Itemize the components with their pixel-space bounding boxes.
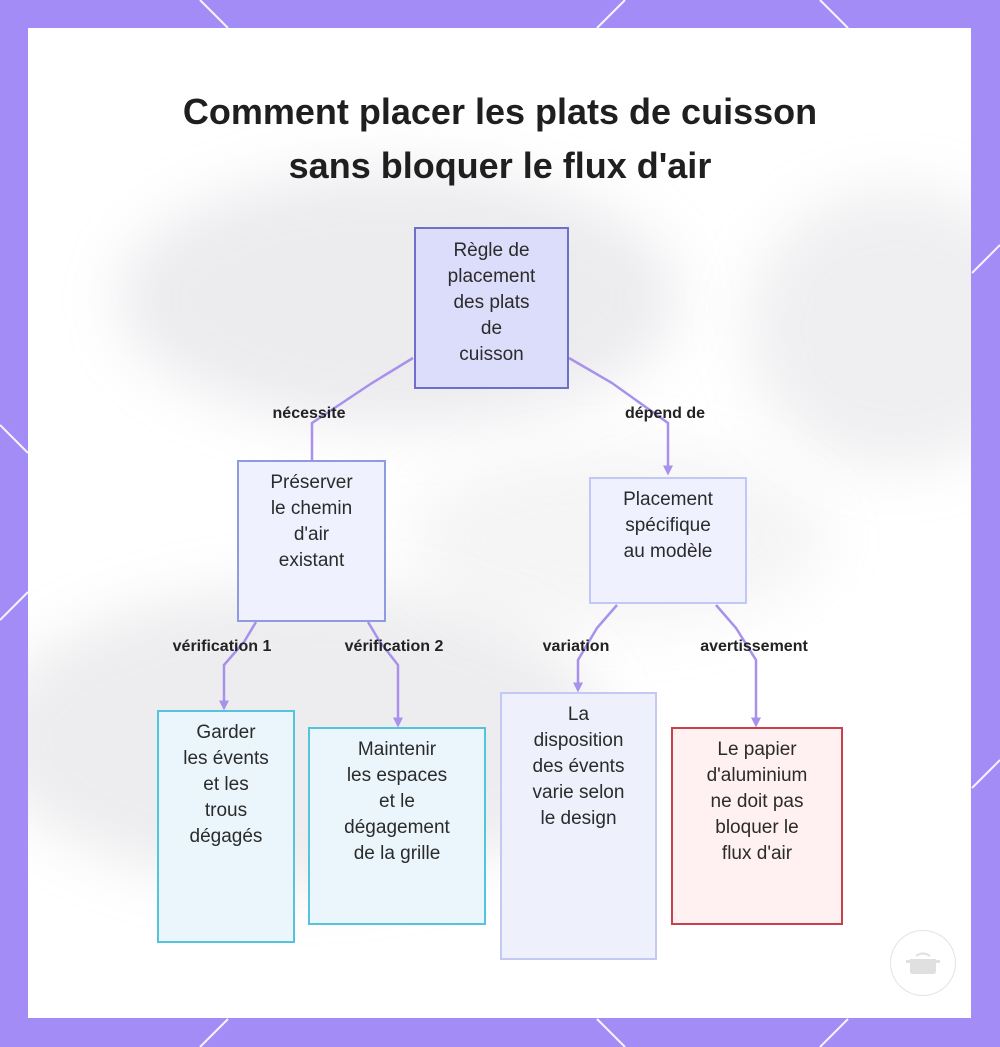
node-preserve-line-3: d'air bbox=[293, 524, 330, 545]
node-layout-line-5: le design bbox=[540, 808, 617, 829]
edge-label-check1: vérification 1 bbox=[172, 638, 272, 655]
node-vents-line-5: dégagés bbox=[189, 826, 263, 847]
title-line-1: Comment placer les plats de cuisson bbox=[182, 91, 818, 132]
pot-icon bbox=[890, 930, 956, 996]
node-layout-line-4: varie selon bbox=[532, 782, 625, 803]
node-vents-line-3: et les bbox=[203, 774, 249, 795]
node-root-line-3: des plats bbox=[453, 292, 530, 313]
title-line-2: sans bloquer le flux d'air bbox=[288, 145, 712, 186]
node-foil-line-3: ne doit pas bbox=[710, 791, 804, 812]
node-preserve-line-2: le chemin bbox=[270, 498, 353, 519]
node-keep-vents-clear: Garder les évents et les trous dégagés bbox=[157, 710, 295, 943]
node-vents-line-1: Garder bbox=[196, 722, 256, 743]
node-root-line-4: de bbox=[480, 318, 503, 339]
node-model-line-2: spécifique bbox=[625, 515, 711, 536]
node-model-line-3: au modèle bbox=[623, 541, 713, 562]
node-vent-layout-varies: La disposition des évents varie selon le… bbox=[500, 692, 657, 960]
node-root: Règle de placement des plats de cuisson bbox=[414, 227, 569, 389]
node-root-line-2: placement bbox=[447, 266, 536, 287]
background-cookware-photo bbox=[118, 168, 678, 428]
node-foil-line-4: bloquer le bbox=[715, 817, 799, 838]
edge-label-variation: variation bbox=[542, 638, 610, 655]
node-spaces-line-2: les espaces bbox=[346, 765, 448, 786]
node-root-line-1: Règle de bbox=[453, 240, 530, 261]
node-foil-line-1: Le papier bbox=[717, 739, 797, 760]
node-preserve-line-4: existant bbox=[278, 550, 345, 571]
node-model-specific: Placement spécifique au modèle bbox=[589, 477, 747, 604]
node-vents-line-4: trous bbox=[204, 800, 248, 821]
edge-depends bbox=[568, 356, 673, 476]
node-preserve-air-path: Préserver le chemin d'air existant bbox=[237, 460, 386, 622]
edge-check1 bbox=[219, 621, 258, 711]
node-layout-line-1: La bbox=[567, 704, 590, 725]
node-maintain-spacing: Maintenir les espaces et le dégagement d… bbox=[308, 727, 486, 925]
node-spaces-line-4: dégagement bbox=[344, 817, 450, 838]
node-root-line-5: cuisson bbox=[459, 344, 524, 365]
edge-warning bbox=[715, 604, 761, 728]
node-vents-line-2: les évents bbox=[183, 748, 269, 769]
node-model-line-1: Placement bbox=[623, 489, 713, 510]
node-foil-line-5: flux d'air bbox=[721, 843, 793, 864]
edge-variation bbox=[573, 604, 618, 693]
edge-label-depends: dépend de bbox=[624, 405, 706, 422]
node-layout-line-2: disposition bbox=[533, 730, 624, 751]
node-foil-line-2: d'aluminium bbox=[706, 765, 808, 786]
edge-label-check2: vérification 2 bbox=[344, 638, 444, 655]
node-spaces-line-1: Maintenir bbox=[357, 739, 437, 760]
edge-label-warning: avertissement bbox=[700, 638, 808, 655]
node-spaces-line-3: et le bbox=[379, 791, 415, 812]
node-foil-warning: Le papier d'aluminium ne doit pas bloque… bbox=[671, 727, 843, 925]
node-layout-line-3: des évents bbox=[532, 756, 625, 777]
edge-requires bbox=[310, 356, 414, 460]
node-spaces-line-5: de la grille bbox=[353, 843, 441, 864]
diagram-title: Comment placer les plats de cuisson sans… bbox=[0, 85, 1000, 193]
node-preserve-line-1: Préserver bbox=[270, 472, 353, 493]
edge-label-requires: nécessite bbox=[272, 405, 346, 422]
edge-check2 bbox=[366, 621, 403, 728]
